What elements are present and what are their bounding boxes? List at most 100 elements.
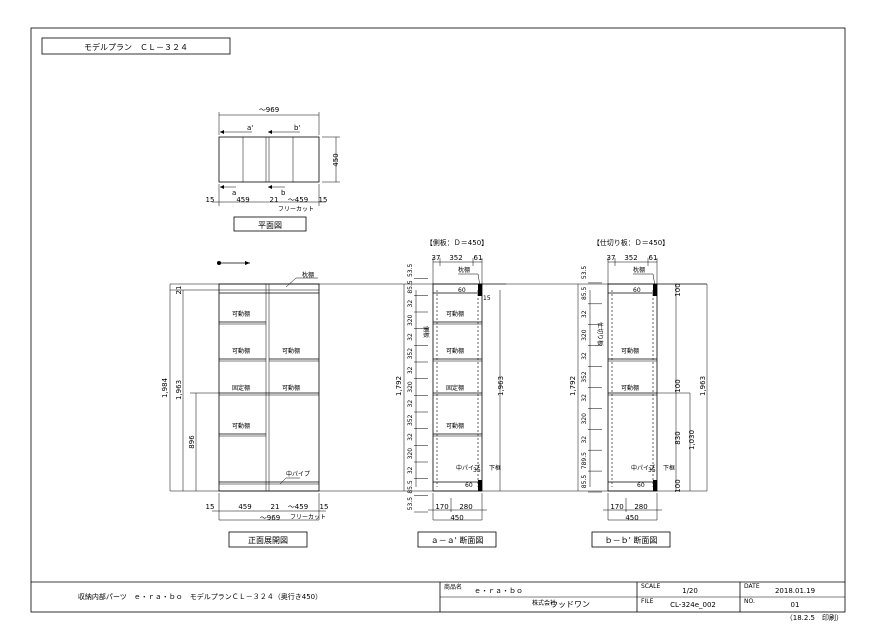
plan-view: ～969 a' b' 450 a b 15 459 21 ～459 15 — [206, 106, 340, 232]
front-total-height: 1,984 — [161, 377, 169, 398]
plan-a: a — [232, 189, 236, 197]
section-a-left-total: 1,792 — [395, 376, 403, 396]
front-top-gap: 21 — [175, 286, 183, 295]
front-shelf-label-4: 可動棚 — [282, 384, 300, 392]
plan-b: b — [281, 189, 286, 197]
front-lower-height: 896 — [188, 435, 196, 449]
title-block-print: （18.2.5 印刷） — [786, 614, 843, 622]
section-a-left-dim-11: 32 — [407, 433, 414, 441]
section-b-pipe: 中パイプ — [631, 464, 655, 472]
section-b-bottom-board: 下框 — [663, 464, 675, 472]
section-b-small-2: 35 — [648, 467, 656, 474]
section-b-left-dim-10: 789.5 — [581, 452, 588, 469]
section-b-right-total: 1,963 — [699, 376, 707, 396]
front-elevation-label: 正面展開図 — [248, 536, 288, 545]
plan-view-label: 平面図 — [258, 221, 282, 230]
plan-a-prime: a' — [247, 124, 253, 132]
section-b-left-dim-7: 32 — [581, 394, 588, 402]
section-a-side-board: 側板 — [422, 326, 430, 338]
front-pipe-label: 中パイプ — [286, 470, 310, 478]
title-block-scale: 1/20 — [682, 587, 698, 595]
title-block-file-label: FILE — [641, 598, 654, 605]
section-b-shelf-1: 可動棚 — [621, 347, 639, 355]
plan-depth: 450 — [332, 153, 340, 166]
front-dim-4: ～459 — [288, 503, 308, 511]
section-a-left-dim-4: 320 — [407, 314, 414, 326]
title-block-company: ウッドワン — [550, 600, 590, 609]
plan-top-width: ～969 — [259, 106, 279, 114]
plan-b-prime: b' — [294, 124, 300, 132]
section-a-bottom-dim-2: 280 — [459, 503, 472, 511]
section-a-left-dim-3: 32 — [407, 300, 414, 308]
section-a-bottom-total: 450 — [450, 514, 463, 522]
front-free-cut: フリーカット — [290, 514, 326, 521]
section-a-left-dim-9: 32 — [407, 400, 414, 408]
plan-dim-3: 21 — [270, 196, 279, 204]
section-a-shelf-3: 可動棚 — [446, 422, 464, 430]
title-block-date-label: DATE — [744, 583, 760, 590]
section-b-bottom-dim-1: 170 — [610, 503, 623, 511]
front-dim-2: 459 — [238, 503, 251, 511]
section-b-small-1: 60 — [633, 287, 641, 294]
plan-dim-1: 15 — [206, 196, 215, 204]
front-dim-5: 15 — [320, 503, 329, 511]
section-a-left-dim-13: 32 — [407, 466, 414, 474]
section-b-top-dim-1: 37 — [607, 254, 616, 262]
front-total-width: ～969 — [260, 514, 280, 522]
sheet-border — [30, 27, 846, 613]
front-shelf-label-2: 可動棚 — [232, 347, 250, 355]
section-b-right-dim-3: 830 — [674, 431, 682, 444]
front-shelf-label-1: 可動棚 — [232, 310, 250, 318]
section-b-bottom-total: 450 — [625, 514, 638, 522]
title-block-scale-label: SCALE — [641, 583, 660, 590]
section-b: 【仕切り板：Ｄ＝450】 37 352 61 枕棚 可動棚 可動棚 仕切り板 中… — [569, 238, 708, 548]
section-b-left-dim-8: 320 — [581, 413, 588, 425]
title-block-file: CL-324e_002 — [670, 601, 716, 609]
plan-title: モデルプラン ＣＬ－３２４ — [84, 42, 188, 52]
front-fixed-shelf-label: 固定棚 — [232, 384, 250, 392]
section-b-right-dim-5: 100 — [674, 479, 682, 492]
section-a-left-dim-8: 320 — [407, 381, 414, 393]
section-b-bottom-dim-2: 280 — [634, 503, 647, 511]
front-top-shelf-label: 枕棚 — [302, 271, 314, 279]
section-a-small-1: 60 — [458, 287, 466, 294]
front-shelf-label-5: 可動棚 — [232, 422, 250, 430]
section-b-top-shelf-label: 枕棚 — [633, 266, 645, 274]
section-b-left-dim-11: 85.5 — [581, 475, 588, 489]
section-a-left-dim-7: 32 — [407, 366, 414, 374]
section-b-right-dim-2: 100 — [674, 379, 682, 392]
section-b-left-dim-4: 320 — [581, 329, 588, 341]
section-a: 【側板：Ｄ＝450】 37 352 61 枕棚 可動棚 可動棚 固定棚 可動棚 … — [395, 238, 506, 548]
section-b-shelf-2: 可動棚 — [621, 384, 639, 392]
section-b-left-dim-1: 53.5 — [581, 266, 588, 280]
section-a-small-3: 35 — [473, 467, 481, 474]
plan-dim-5: 15 — [319, 196, 328, 204]
section-a-small-2: 15 — [483, 295, 491, 302]
section-a-top-dim-1: 37 — [432, 254, 441, 262]
section-a-header: 【側板：Ｄ＝450】 — [426, 238, 488, 247]
section-a-left-dim-6: 352 — [407, 348, 414, 360]
section-a-small-4: 60 — [465, 482, 473, 489]
title-block-date: 2018.01.19 — [775, 587, 815, 595]
section-a-right-total: 1,963 — [497, 376, 505, 396]
plan-dim-2: 459 — [236, 196, 249, 204]
section-b-top-dim-2: 352 — [624, 254, 637, 262]
section-b-left-dim-2: 85.5 — [581, 287, 588, 301]
plan-free-cut: フリーカット — [278, 206, 314, 213]
section-a-left-dims: 53.585.532320323523232032352323203285.55… — [407, 263, 428, 513]
title-block-brand-label: 商品名 — [444, 583, 462, 591]
front-dim-3: 21 — [271, 503, 280, 511]
title-block-company-label: 株式会社 — [532, 599, 556, 607]
section-a-fixed-shelf: 固定棚 — [446, 384, 464, 392]
title-box — [41, 37, 231, 55]
section-b-partition: 仕切り板 — [596, 322, 604, 346]
title-block-brand: ｅ・ｒａ・ｂｏ — [474, 587, 523, 595]
front-elevation: 枕棚 可動棚 可動棚 可動棚 固定棚 可動棚 可動棚 中パイプ — [161, 261, 707, 548]
section-a-pipe: 中パイプ — [456, 464, 480, 472]
section-a-left-dim-12: 320 — [407, 448, 414, 460]
title-block: 収納内部パーツ ｅ・ｒａ・ｂｏ モデルプランＣＬ－３２４（奥行き450） 商品名… — [31, 581, 845, 622]
section-a-top-dim-3: 61 — [474, 254, 483, 262]
